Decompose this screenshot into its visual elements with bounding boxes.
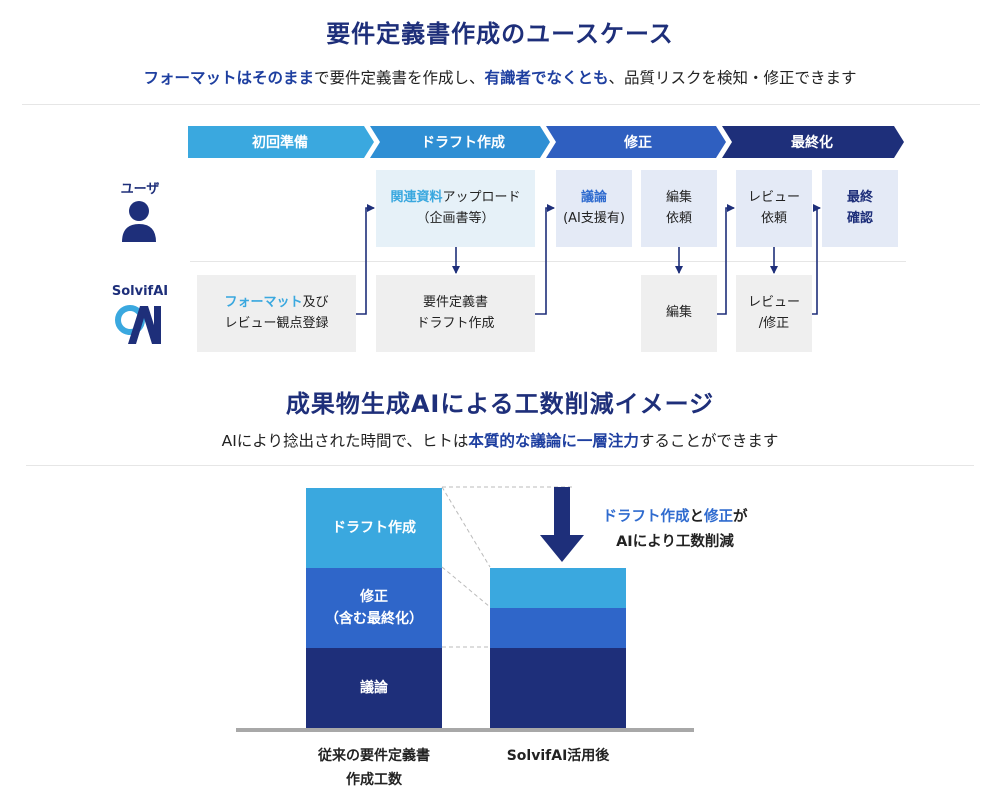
- box-edit: 編集: [641, 275, 717, 352]
- reduction-subtitle-highlight: 本質的な議論に一層注力: [468, 432, 639, 450]
- box-edit-request: 編集依頼: [641, 170, 717, 247]
- draft-line1: 要件定義書: [422, 295, 488, 311]
- phase-chevron-revise: [546, 126, 726, 158]
- reduction-subtitle: AIにより捻出された時間で、ヒトは本質的な議論に一層注力することができます: [0, 429, 1000, 451]
- note-draft: ドラフト作成: [602, 509, 690, 525]
- format-highlight: フォーマット: [224, 295, 303, 311]
- phase-chevrons: [188, 126, 904, 158]
- bar-segment-0-2: ドラフト作成: [306, 488, 442, 568]
- arrow-review-to-final: [812, 204, 821, 315]
- bar-segment-label: ドラフト作成: [332, 519, 416, 536]
- subtitle-highlight-format: フォーマットはそのまま: [143, 69, 314, 87]
- bar-segment-1-1: [490, 608, 626, 648]
- review-request-line1: レビュー: [747, 190, 800, 206]
- upload-text: アップロード: [442, 190, 521, 206]
- upload-highlight: 関連資料: [390, 190, 443, 206]
- upload-sub: （企画書等）: [416, 210, 495, 226]
- subtitle-text-end: 、品質リスクを検知・修正できます: [608, 69, 857, 87]
- bar-segment-label: 議論: [360, 679, 388, 696]
- x-label-after-line1: SolvifAI活用後: [506, 748, 610, 764]
- format-sub: レビュー観点登録: [224, 315, 329, 331]
- note-revise: 修正: [704, 509, 733, 525]
- arrow-format-to-upload: [356, 204, 375, 315]
- phase-label-revise: 修正: [624, 135, 652, 151]
- note-line2: AIにより工数削減: [616, 533, 734, 550]
- x-label-before-line1: 従来の要件定義書: [318, 748, 430, 764]
- divider: [26, 465, 974, 466]
- phase-label-draft: ドラフト作成: [421, 135, 505, 151]
- reduction-note: ドラフト作成と修正が AIにより工数削減: [590, 505, 760, 554]
- review-line1: レビュー: [747, 295, 800, 311]
- box-final-check: 最終確認: [822, 170, 898, 247]
- down-arrow-shaft: [554, 487, 570, 535]
- bar-segment-1-2: [490, 568, 626, 608]
- box-format-register: フォーマット及びレビュー観点登録: [197, 275, 356, 352]
- note-ga: が: [733, 509, 748, 525]
- draft-line2: ドラフト作成: [416, 315, 495, 331]
- edit-request-line2: 依頼: [665, 210, 692, 226]
- phase-chevron-draft: [370, 126, 550, 158]
- reduction-title: 成果物生成AIによる工数削減イメージ: [285, 390, 715, 418]
- reduction-subtitle-text: AIにより捻出された時間で、ヒトは: [221, 432, 469, 450]
- phase-chevron-prep: [188, 126, 374, 158]
- bar-segment-1-0: [490, 648, 626, 728]
- edit-line1: 編集: [665, 305, 692, 321]
- x-label-before: 従来の要件定義書作成工数: [296, 745, 452, 793]
- chart-baseline: [236, 728, 694, 732]
- final-line1: 最終: [846, 190, 873, 206]
- arrow-draft-to-discuss: [535, 204, 555, 315]
- bar-segment-label: 修正（含む最終化）: [325, 588, 423, 627]
- box-draft-create: 要件定義書ドラフト作成: [376, 275, 535, 352]
- solvifai-logo-icon: [115, 305, 161, 344]
- phase-chevron-final: [722, 126, 904, 158]
- x-label-before-line2: 作成工数: [346, 771, 402, 788]
- box-review-request: レビュー依頼: [736, 170, 812, 247]
- phase-label-prep: 初回準備: [252, 135, 308, 151]
- usecase-subtitle: フォーマットはそのままで要件定義書を作成し、有識者でなくとも、品質リスクを検知・…: [0, 66, 1000, 88]
- discuss-sub: (AI支援有): [563, 210, 625, 226]
- x-label-after: SolvifAI活用後: [484, 745, 632, 769]
- review-request-line2: 依頼: [760, 210, 787, 226]
- subtitle-text: で要件定義書を作成し、: [313, 69, 485, 87]
- lane-divider: [190, 261, 906, 262]
- final-line2: 確認: [846, 210, 873, 226]
- lane-label-ai: SolvifAI: [111, 284, 169, 299]
- review-line2: /修正: [758, 315, 790, 331]
- format-text: 及び: [302, 295, 329, 311]
- arrow-edit-to-review-request: [717, 204, 735, 315]
- box-upload-materials: 関連資料アップロード （企画書等）: [376, 170, 535, 247]
- user-icon: [122, 201, 156, 242]
- down-arrow-head: [540, 535, 584, 562]
- lane-label-user: ユーザ: [120, 182, 160, 197]
- bar-segment-0-1: 修正（含む最終化）: [306, 568, 442, 648]
- edit-request-line1: 編集: [665, 190, 692, 206]
- dashed-guide-mid: [441, 566, 491, 608]
- box-discuss: 議論 (AI支援有): [556, 170, 632, 247]
- box-review-fix: レビュー/修正: [736, 275, 812, 352]
- note-and: と: [689, 509, 705, 525]
- dashed-guide-top: [441, 486, 491, 568]
- phase-label-final: 最終化: [791, 135, 833, 151]
- usecase-title: 要件定義書作成のユースケース: [326, 20, 674, 48]
- bar-segment-0-0: 議論: [306, 648, 442, 728]
- subtitle-highlight-expert: 有識者でなくとも: [484, 69, 609, 87]
- discuss-label: 議論: [580, 190, 607, 206]
- divider: [22, 104, 980, 105]
- reduction-subtitle-end: することができます: [638, 432, 779, 450]
